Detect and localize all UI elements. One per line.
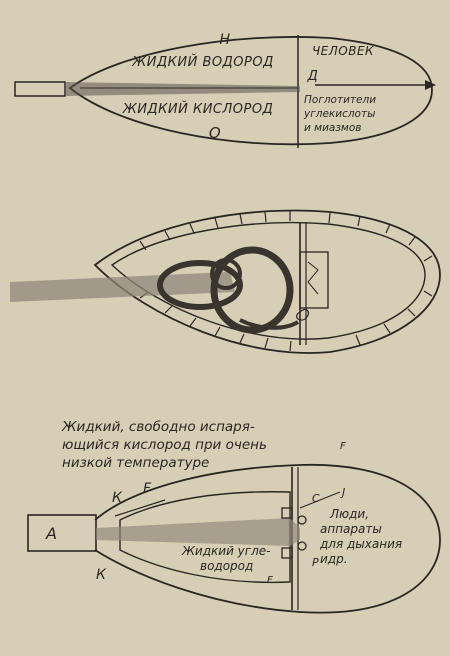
letter-p: Р bbox=[312, 556, 319, 569]
cabin-letter: Д bbox=[307, 69, 319, 84]
letter-c: С bbox=[312, 492, 320, 505]
absorber-line-1: Поглотители bbox=[304, 94, 376, 106]
fuel-pipe-3 bbox=[96, 518, 300, 546]
rocket-diagram-2 bbox=[10, 209, 441, 354]
rocket-3-outer-hull bbox=[94, 463, 441, 614]
mixing-tube-1 bbox=[65, 82, 300, 96]
flight-arrow-head bbox=[425, 80, 436, 90]
letter-f-top: F bbox=[340, 441, 346, 452]
letter-a: А bbox=[45, 524, 57, 543]
rocket-1-hull bbox=[68, 36, 433, 146]
cabin-label-line-2: аппараты bbox=[320, 522, 382, 536]
cabin-label-line-4: идр. bbox=[320, 552, 348, 566]
absorber-line-2: углекислоты bbox=[303, 108, 375, 120]
rocket-2-outer-hull bbox=[93, 209, 441, 354]
caption-line-3: низкой температуре bbox=[62, 455, 209, 471]
letter-f-bottom: F bbox=[267, 575, 273, 586]
oxygen-letter: О bbox=[209, 124, 221, 142]
caption-line-2: ющийся кислород при очень bbox=[62, 437, 267, 453]
letter-k-lower: К bbox=[96, 567, 107, 583]
oxygen-tank-label: ЖИДКИЙ КИСЛОРОД bbox=[122, 101, 273, 117]
hydrogen-label-line-2: водород bbox=[200, 559, 253, 573]
letter-k-upper: К bbox=[112, 490, 123, 506]
apparatus-valve bbox=[296, 308, 310, 321]
cabin-title: ЧЕЛОВЕК bbox=[312, 44, 374, 58]
hydrogen-tank-label: ЖИДКИЙ ВОДОРОД bbox=[131, 54, 273, 70]
rocket-3-inner-tank bbox=[119, 491, 291, 584]
caption-line-1: Жидкий, свободно испаря- bbox=[61, 419, 255, 435]
apparatus-detail bbox=[307, 261, 319, 295]
cabin-label-line-3: для дыхания bbox=[319, 537, 402, 551]
letter-j: J bbox=[340, 486, 345, 499]
exhaust-tube-2 bbox=[10, 272, 235, 302]
insulation-pattern bbox=[139, 211, 433, 352]
absorber-line-3: и миазмов bbox=[304, 122, 361, 134]
cabin-label-line-1: Люди, bbox=[329, 507, 369, 521]
letter-f-upper: F bbox=[143, 481, 152, 497]
feed-line-k bbox=[114, 499, 166, 517]
hydrogen-letter: H bbox=[219, 32, 230, 48]
pointer-j bbox=[299, 491, 341, 509]
rocket-diagram-3: Жидкий, свободно испаря- ющийся кислород… bbox=[27, 419, 441, 614]
hydrogen-label-line-1: Жидкий угле- bbox=[181, 544, 270, 558]
cabin-valves bbox=[281, 507, 307, 559]
fuel-coils bbox=[157, 246, 300, 334]
cabin-apparatus bbox=[299, 251, 329, 309]
rocket-diagram-1: H ЖИДКИЙ ВОДОРОД ЖИДКИЙ КИСЛОРОД О ЧЕЛОВ… bbox=[14, 32, 436, 148]
